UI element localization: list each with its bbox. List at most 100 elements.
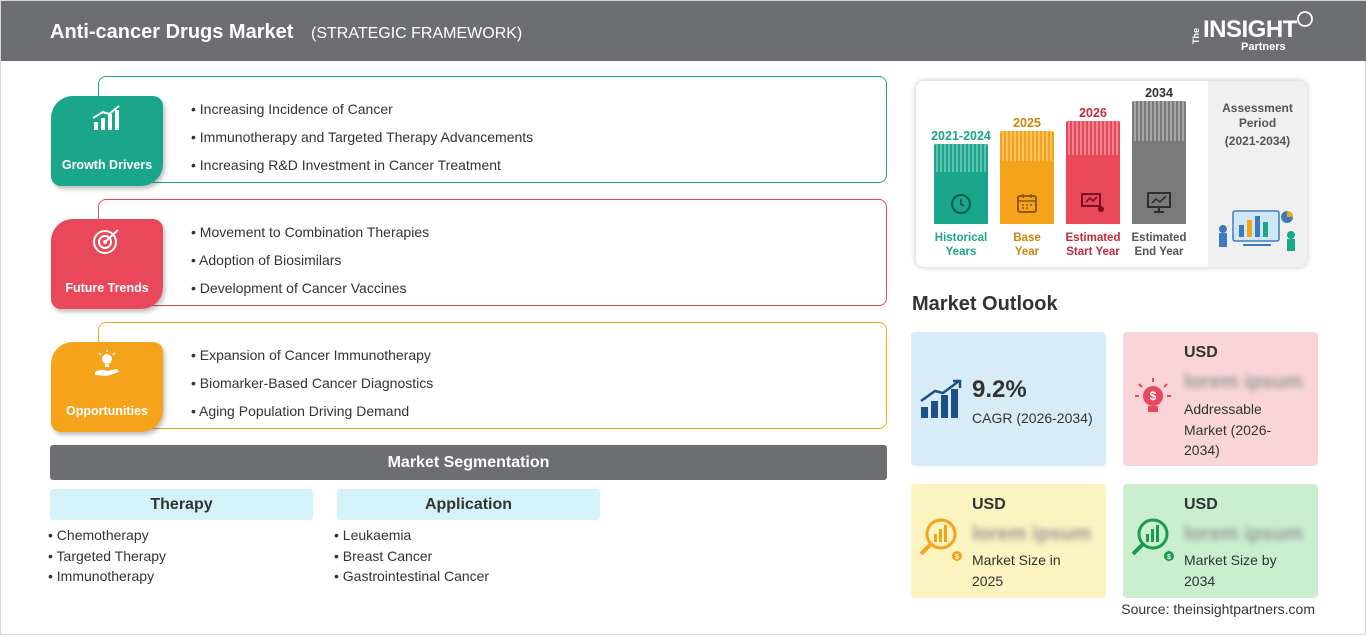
svg-text:$: $ [1150, 389, 1157, 403]
future-trends-box: Movement to Combination Therapies Adopti… [98, 199, 887, 306]
list-item: Leukaemia [334, 525, 489, 546]
cagr-value: 9.2% [972, 376, 1027, 403]
analytics-dashboard-icon [1219, 210, 1295, 251]
lightbulb-dollar-icon: $ [1135, 378, 1171, 412]
assessment-period-panel: Assessment Period (2021-2034) [1208, 81, 1307, 267]
target-icon [93, 229, 119, 254]
calendar-icon [1017, 194, 1037, 213]
list-item: Movement to Combination Therapies [191, 218, 429, 246]
size-2034-line1: Market Size by [1184, 552, 1277, 568]
size-2025-line2: 2025 [972, 572, 1004, 589]
presentation-icon [1081, 193, 1104, 212]
historical-label: Historical Years [924, 231, 998, 259]
history-icon [951, 194, 971, 214]
historical-year: 2021-2024 [931, 129, 991, 143]
list-item: Immunotherapy and Targeted Therapy Advan… [191, 123, 533, 151]
growth-drivers-list: Increasing Incidence of Cancer Immunothe… [191, 95, 533, 179]
list-item: Increasing R&D Investment in Cancer Trea… [191, 151, 533, 179]
opportunities-badge: Opportunities [51, 342, 163, 432]
end-label-line1: Estimated [1131, 232, 1187, 244]
addressable-value-blurred: lorem ipsum [1184, 371, 1303, 393]
end-bar [1132, 101, 1186, 224]
insight-partners-logo[interactable]: The INSIGHT Partners [1189, 10, 1317, 56]
logo-swoosh-icon [1297, 11, 1313, 27]
market-size-2025-card: $ USD lorem ipsum Market Size in 2025 [911, 484, 1106, 598]
logo-partners: Partners [1241, 41, 1286, 53]
start-year: 2026 [1079, 106, 1107, 120]
segmentation-header: Market Segmentation [50, 445, 887, 480]
svg-text:$: $ [955, 554, 959, 561]
growth-chart-icon [92, 105, 120, 130]
list-item: Immunotherapy [48, 566, 166, 587]
source-credit[interactable]: Source: theinsightpartners.com [1121, 601, 1315, 617]
assessment-line1: Assessment [1222, 101, 1293, 115]
barcode-stripes [1002, 131, 1052, 161]
application-list: Leukaemia Breast Cancer Gastrointestinal… [334, 525, 489, 587]
start-label-line1: Estimated [1065, 232, 1121, 244]
monitor-chart-icon [1147, 192, 1171, 213]
base-bar [1000, 131, 1054, 224]
market-outlook-title: Market Outlook [912, 293, 1058, 315]
size-2034-value-blurred: lorem ipsum [1184, 523, 1303, 545]
svg-text:$: $ [1167, 554, 1171, 561]
addressable-line3: 2034) [1184, 442, 1220, 458]
cagr-card: 9.2% CAGR (2026-2034) [911, 332, 1106, 466]
therapy-header: Therapy [50, 489, 313, 520]
growth-drivers-badge: Growth Drivers [51, 96, 163, 186]
growth-bars-icon [920, 379, 962, 418]
addressable-currency: USD [1184, 344, 1218, 361]
list-item: Biomarker-Based Cancer Diagnostics [191, 369, 433, 397]
opportunities-label: Opportunities [66, 404, 148, 418]
end-year: 2034 [1145, 86, 1173, 100]
size-2034-line2: 2034 [1184, 572, 1216, 589]
size-2034-label: Market Size by 2034 [1184, 550, 1277, 591]
header-bar: Anti-cancer Drugs Market (STRATEGIC FRAM… [1, 1, 1366, 61]
assessment-line2: Period [1238, 116, 1277, 130]
list-item: Expansion of Cancer Immunotherapy [191, 341, 433, 369]
start-label-line2: Start Year [1066, 246, 1120, 258]
list-item: Adoption of Biosimilars [191, 246, 429, 274]
barcode-stripes [1134, 101, 1184, 141]
addressable-market-card: $ USD lorem ipsum Addressable Market (20… [1123, 332, 1318, 466]
list-item: Gastrointestinal Cancer [334, 566, 489, 587]
market-size-2034-card: $ USD lorem ipsum Market Size by 2034 [1123, 484, 1318, 598]
opportunities-list: Expansion of Cancer Immunotherapy Biomar… [191, 341, 433, 425]
page-subtitle: (STRATEGIC FRAMEWORK) [311, 25, 523, 42]
magnifier-chart-icon: $ [919, 518, 962, 561]
logo-insight: INSIGHT [1203, 16, 1297, 43]
addressable-label: Addressable Market (2026- 2034) [1184, 399, 1271, 461]
base-label-line1: Base [1013, 232, 1041, 244]
list-item: Chemotherapy [48, 525, 166, 546]
growth-drivers-label: Growth Drivers [61, 158, 153, 172]
size-2034-currency: USD [1184, 496, 1218, 513]
end-label-line2: End Year [1134, 246, 1184, 258]
future-trends-label: Future Trends [65, 281, 149, 295]
application-header: Application [337, 489, 600, 520]
size-2025-label: Market Size in 2025 [972, 550, 1061, 591]
barcode-stripes [1068, 121, 1118, 155]
list-item: Increasing Incidence of Cancer [191, 95, 533, 123]
assessment-timeline-card: 2021-2024 Historical Years 2025 [916, 81, 1307, 267]
start-label: Estimated Start Year [1061, 231, 1125, 259]
addressable-line1: Addressable [1184, 401, 1262, 417]
addressable-line2: Market (2026- [1184, 421, 1272, 438]
end-label: Estimated End Year [1127, 231, 1191, 259]
future-trends-list: Movement to Combination Therapies Adopti… [191, 218, 429, 302]
list-item: Breast Cancer [334, 546, 489, 567]
barcode-stripes [936, 144, 986, 172]
size-2025-line1: Market Size in [972, 552, 1061, 568]
start-bar [1066, 121, 1120, 224]
page-title: Anti-cancer Drugs Market [50, 21, 294, 43]
historical-label-line1: Historical [934, 232, 988, 244]
list-item: Development of Cancer Vaccines [191, 274, 429, 302]
growth-drivers-box: Increasing Incidence of Cancer Immunothe… [98, 76, 887, 183]
list-item: Targeted Therapy [48, 546, 166, 567]
historical-label-line2: Years [945, 246, 977, 258]
assessment-period-range: (2021-2034) [1224, 134, 1291, 148]
lightbulb-hand-icon [95, 350, 119, 376]
logo-the: The [1191, 27, 1201, 44]
size-2025-value-blurred: lorem ipsum [972, 523, 1091, 545]
opportunities-box: Expansion of Cancer Immunotherapy Biomar… [98, 322, 887, 429]
therapy-list: Chemotherapy Targeted Therapy Immunother… [48, 525, 166, 587]
